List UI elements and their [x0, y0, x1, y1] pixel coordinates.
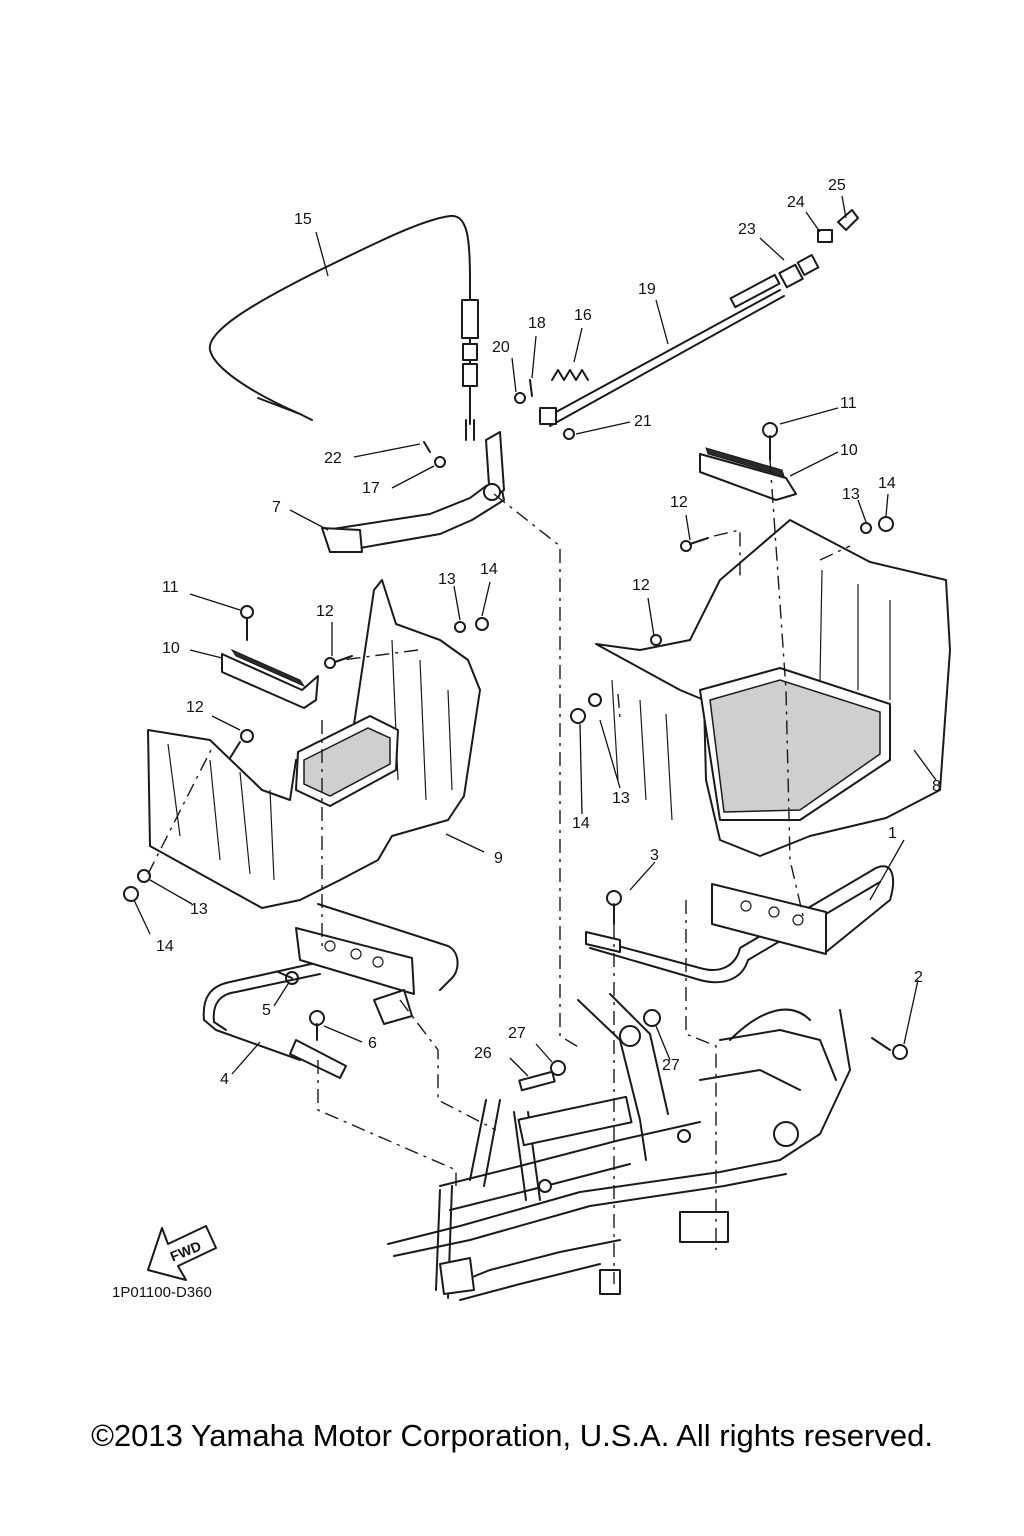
callout-12-right: 12: [632, 577, 650, 594]
leader-lines: [133, 195, 937, 1077]
left-bracket: [202, 903, 459, 1079]
fasteners: [123, 422, 908, 1092]
callout-23: 23: [738, 221, 756, 238]
brake-rod: [544, 209, 859, 427]
brake-linkage-hardware: [514, 369, 589, 440]
brake-pedal: [321, 431, 505, 553]
callout-24: 24: [787, 194, 805, 211]
callout-13-left-top: 13: [438, 571, 456, 588]
right-footrest-plate: [699, 447, 797, 501]
callout-14-left: 14: [156, 938, 174, 955]
callout-12-right-top: 12: [670, 494, 688, 511]
callout-20: 20: [492, 339, 510, 356]
left-footrest-plate: [221, 648, 319, 709]
callout-6: 6: [368, 1035, 377, 1052]
callout-27-right: 27: [662, 1057, 680, 1074]
callout-10-right: 10: [840, 442, 858, 459]
callout-14-right: 14: [572, 815, 590, 832]
callout-10-left: 10: [162, 640, 180, 657]
right-footrest: [595, 519, 951, 857]
drawing-code: 1P01100-D360: [112, 1284, 212, 1301]
callout-1: 1: [888, 825, 897, 842]
callout-19: 19: [638, 281, 656, 298]
callout-27-left: 27: [508, 1025, 526, 1042]
callout-13-right: 13: [612, 790, 630, 807]
callout-13-left: 13: [190, 901, 208, 918]
callout-8: 8: [932, 778, 941, 795]
callout-15: 15: [294, 211, 312, 228]
callout-11-left: 11: [162, 579, 179, 596]
callout-26: 26: [474, 1045, 492, 1062]
frame: [387, 993, 851, 1301]
right-bracket: [585, 865, 894, 984]
left-footrest: [147, 579, 481, 909]
callout-14-left-top: 14: [480, 561, 498, 578]
callout-4: 4: [220, 1071, 229, 1088]
callout-11-right: 11: [840, 395, 857, 412]
callout-18: 18: [528, 315, 546, 332]
callout-5: 5: [262, 1002, 271, 1019]
callout-13-right-top: 13: [842, 486, 860, 503]
brake-cable: [208, 214, 479, 441]
callout-2: 2: [914, 969, 923, 986]
callout-17: 17: [362, 480, 380, 497]
callout-12-left-top: 12: [316, 603, 334, 620]
callout-21: 21: [634, 413, 652, 430]
copyright-notice: ©2013 Yamaha Motor Corporation, U.S.A. A…: [91, 1418, 933, 1453]
callout-9: 9: [494, 850, 503, 867]
callout-16: 16: [574, 307, 592, 324]
callout-14-right-top: 14: [878, 475, 896, 492]
callout-25: 25: [828, 177, 846, 194]
callout-3: 3: [650, 847, 659, 864]
callout-22: 22: [324, 450, 342, 467]
fwd-arrow-icon: FWD: [147, 1225, 217, 1281]
callout-7: 7: [272, 499, 281, 516]
callout-12-left: 12: [186, 699, 204, 716]
assembly-lines: [147, 459, 851, 1284]
